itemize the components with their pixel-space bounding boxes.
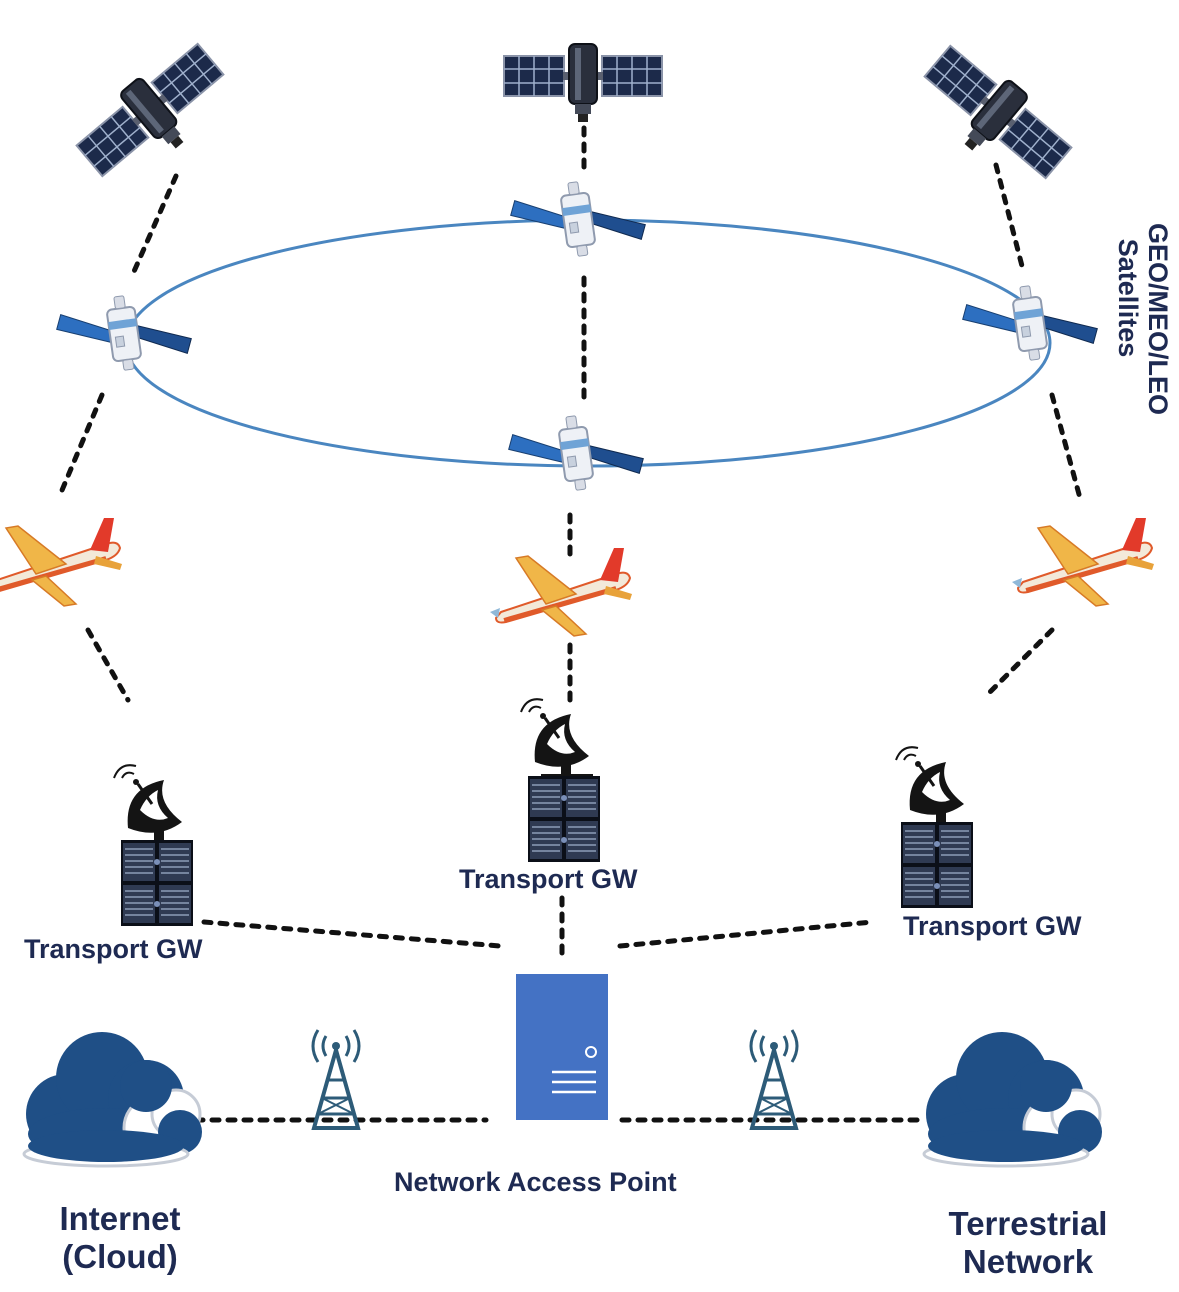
- terrestrial-label-line1: Terrestrial: [948, 1205, 1108, 1242]
- link-gw-right-nap: [617, 919, 875, 949]
- leo-satellite-icon: [504, 406, 648, 500]
- internet-label-line1: Internet: [59, 1200, 181, 1237]
- orbit-label-line2: Satellites: [1113, 238, 1143, 358]
- satellite-dish-icon: [112, 763, 188, 848]
- link-plane-left-gw: [85, 627, 131, 703]
- link-geo-right-leo: [993, 162, 1025, 269]
- gw-label-right: Transport GW: [903, 911, 1082, 941]
- link-gw-left-nap: [201, 919, 503, 949]
- cloud-icon: [22, 1030, 204, 1168]
- internet-label: Internet (Cloud): [20, 1200, 220, 1276]
- orbit-label-line1: GEO/MEO/LEO: [1143, 223, 1173, 416]
- satellite-dish-icon: [894, 745, 970, 830]
- link-lines: [57, 125, 1083, 1123]
- orbit-ring: [124, 218, 1052, 468]
- link-plane-right-gw: [987, 627, 1055, 695]
- server-rack-icon: [121, 840, 193, 926]
- internet-label-line2: (Cloud): [62, 1238, 178, 1275]
- airplane-icon: [1010, 516, 1156, 608]
- airplane-icon: [0, 516, 124, 608]
- server-rack-icon: [528, 776, 600, 862]
- gw-label-center: Transport GW: [459, 864, 638, 894]
- server-icon: [516, 974, 608, 1120]
- link-leo-right-plane: [1049, 392, 1083, 501]
- cloud-icon: [922, 1030, 1104, 1168]
- orbit-label: GEO/MEO/LEO Satellites: [1109, 223, 1173, 416]
- terrestrial-label: Terrestrial Network: [920, 1205, 1136, 1281]
- server-rack-icon: [901, 822, 973, 908]
- gw-label-left: Transport GW: [24, 934, 203, 964]
- terrestrial-label-line2: Network: [962, 1243, 1094, 1280]
- link-leo-left-plane: [57, 392, 105, 498]
- leo-satellite-icon: [958, 276, 1102, 370]
- satellite-icon: [504, 44, 662, 122]
- satellite-dish-icon: [519, 697, 595, 782]
- access-point-label: Network Access Point: [394, 1167, 677, 1197]
- cell-tower-icon: [311, 1028, 361, 1130]
- satellite-icon: [69, 35, 240, 196]
- satellite-icon: [908, 37, 1079, 198]
- cell-tower-icon: [749, 1028, 799, 1130]
- airplane-icon: [488, 546, 634, 638]
- leo-satellite-icon: [52, 286, 196, 380]
- link-geo-left-leo: [129, 173, 179, 279]
